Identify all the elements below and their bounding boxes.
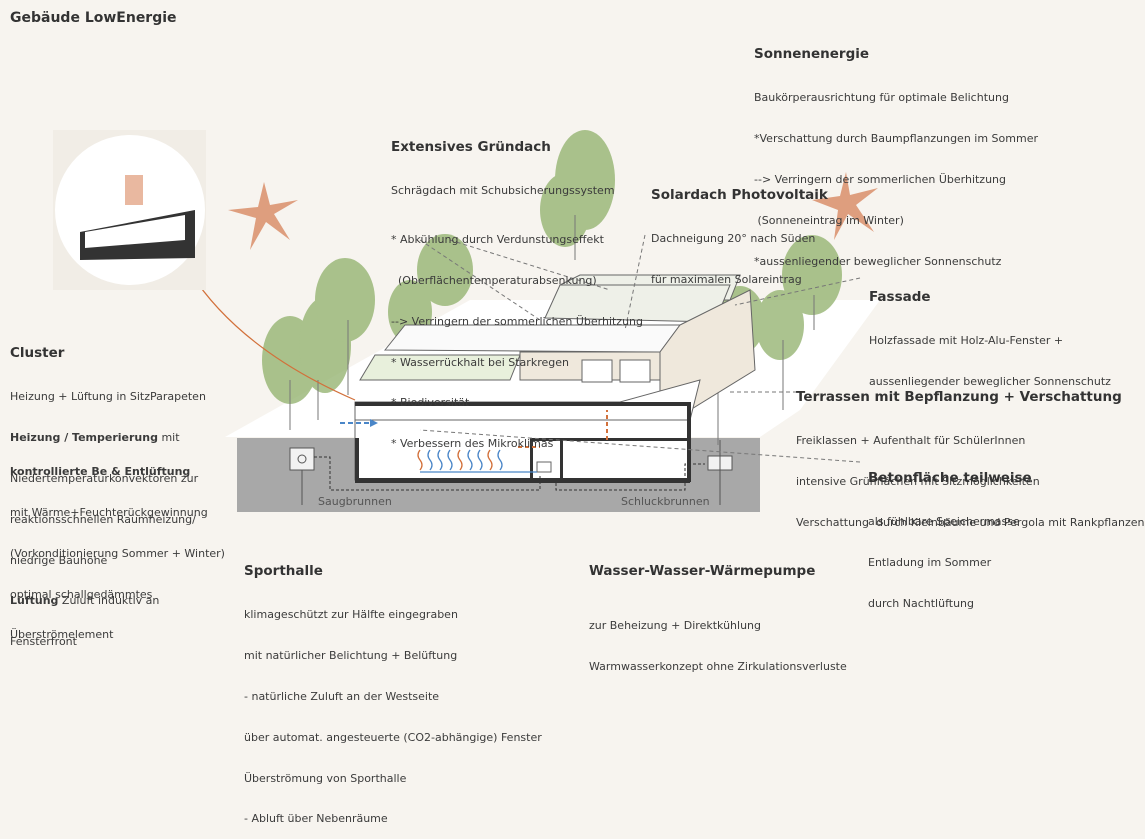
text-line: Zuluft induktiv an bbox=[58, 594, 160, 608]
text-line: Warmwasserkonzept ohne Zirkulationsverlu… bbox=[589, 660, 847, 674]
terrassen-heading: Terrassen mit Bepflanzung + Verschattung bbox=[796, 389, 1122, 406]
text-line: intensive Grünflächen mit Sitzmöglichkei… bbox=[796, 475, 1040, 489]
text-line: --> Verringern der sommerlichen Überhitz… bbox=[754, 172, 1007, 186]
text-line: Holzfassade mit Holz-Alu-Fenster + bbox=[869, 334, 1064, 348]
lueftung-block: kontrollierte Be & Entlüftung mit Wärme+… bbox=[10, 438, 225, 656]
text-line: - Abluft über Nebenräume bbox=[244, 812, 388, 826]
fassade-block: Fassade Holzfassade mit Holz-Alu-Fenster… bbox=[869, 262, 1111, 402]
building bbox=[354, 274, 756, 483]
solardach-heading: Solardach Photovoltaik bbox=[651, 187, 828, 204]
terrassen-block: Terrassen mit Bepflanzung + Verschattung… bbox=[796, 362, 1144, 543]
cluster-arrow bbox=[189, 271, 356, 401]
text-bold: Lüftung bbox=[10, 594, 59, 608]
text-line: *aussenliegender beweglicher Sonnenschut… bbox=[754, 254, 1002, 268]
text-line: - natürliche Zuluft an der Westseite bbox=[244, 689, 440, 703]
text-bold: Heizung / Temperierung bbox=[10, 431, 158, 445]
text-line: *Verschattung durch Baumpflanzungen im S… bbox=[754, 132, 1038, 146]
text-line: Dachneigung 20° nach Süden bbox=[651, 232, 816, 246]
text-line: Baukörperausrichtung für optimale Belich… bbox=[754, 91, 1009, 105]
text-line: Fensterfront bbox=[10, 635, 77, 649]
text-line: Schrägdach mit Schubsicherungssystem bbox=[391, 184, 615, 198]
cluster-detail-inset bbox=[53, 130, 206, 290]
betonflaeche-heading: Betonfläche teilweise bbox=[868, 470, 1032, 487]
wells bbox=[289, 440, 733, 505]
waermepumpe-block: Wasser-Wasser-Wärmepumpe zur Beheizung +… bbox=[589, 536, 847, 687]
text-line: mit Wärme+Feuchterückgewinnung bbox=[10, 505, 208, 519]
gruendach-block: Extensives Gründach Schrägdach mit Schub… bbox=[391, 112, 643, 464]
text-line: für maximalen Solareintrag bbox=[651, 273, 802, 287]
text-line: * Wasserrückhalt bei Starkregen bbox=[391, 355, 569, 369]
text-line: zur Beheizung + Direktkühlung bbox=[589, 619, 761, 633]
sun-star-icon-left bbox=[228, 182, 298, 250]
text-line: Freiklassen + Aufenthalt für SchülerInne… bbox=[796, 434, 1026, 448]
sporthalle-block: Sporthalle klimageschützt zur Hälfte ein… bbox=[244, 536, 542, 839]
fassade-heading: Fassade bbox=[869, 289, 931, 306]
lueftung-heading: kontrollierte Be & Entlüftung bbox=[10, 465, 191, 479]
well-label-left: Saugbrunnen bbox=[318, 495, 392, 508]
text-line: durch Nachtlüftung bbox=[868, 596, 974, 610]
text-line: * Abkühlung durch Verdunstungseffekt bbox=[391, 233, 604, 247]
text-line: optimal schallgedämmtes bbox=[10, 587, 153, 601]
text-line: Überströmung von Sporthalle bbox=[244, 771, 407, 785]
text-line: mit bbox=[157, 431, 180, 445]
text-line: mit natürlicher Belichtung + Belüftung bbox=[244, 649, 458, 663]
gruendach-heading: Extensives Gründach bbox=[391, 139, 551, 156]
text-line: über automat. angesteuerte (CO2-abhängig… bbox=[244, 730, 542, 744]
text-line: Entladung im Sommer bbox=[868, 556, 992, 570]
text-line: (Sonneneintrag im Winter) bbox=[754, 213, 904, 227]
well-label-right: Schluckbrunnen bbox=[621, 495, 710, 508]
waermepumpe-heading: Wasser-Wasser-Wärmepumpe bbox=[589, 563, 816, 580]
text-line: als fühlbare Speichermasse bbox=[868, 515, 1020, 529]
sonnenenergie-heading: Sonnenenergie bbox=[754, 46, 870, 63]
sporthalle-heading: Sporthalle bbox=[244, 563, 323, 580]
sun-star-icon-right bbox=[812, 172, 878, 240]
text-line: Niedertemperaturkonvektoren zur bbox=[10, 471, 199, 485]
text-line: Überströmelement bbox=[10, 628, 114, 642]
page-title: Gebäude LowEnergie bbox=[10, 10, 177, 26]
text-line: --> Verringern der sommerlichen Überhitz… bbox=[391, 314, 644, 328]
text-line: * Biodiversität bbox=[391, 396, 470, 410]
cluster-heading: Cluster bbox=[10, 345, 65, 362]
text-line: * Verbessern des Mikroklimas bbox=[391, 437, 554, 451]
cluster-block: Cluster Heizung + Lüftung in SitzParapet… bbox=[10, 318, 206, 662]
text-line: (Oberflächentemperaturabsenkung) bbox=[391, 273, 597, 287]
building-illustration bbox=[53, 130, 880, 512]
text-line: (Vorkonditionierung Sommer + Winter) bbox=[10, 546, 225, 560]
betonflaeche-block: Betonfläche teilweise als fühlbare Speic… bbox=[868, 443, 1032, 624]
text-line: Heizung + Lüftung in SitzParapeten bbox=[10, 390, 206, 404]
text-line: niedrige Bauhöhe bbox=[10, 553, 108, 567]
text-line: reaktionsschnellen Raumheizung/ bbox=[10, 512, 196, 526]
heating-waves bbox=[417, 449, 537, 473]
solardach-block: Solardach Photovoltaik Dachneigung 20° n… bbox=[651, 160, 828, 300]
sonnenenergie-block: Sonnenenergie Baukörperausrichtung für o… bbox=[754, 19, 1038, 282]
text-line: klimageschützt zur Hälfte eingegraben bbox=[244, 608, 458, 622]
text-line: Verschattung durch Kleinbäume und Pergol… bbox=[796, 515, 1145, 529]
text-line: aussenliegender beweglicher Sonnenschutz bbox=[869, 375, 1111, 389]
